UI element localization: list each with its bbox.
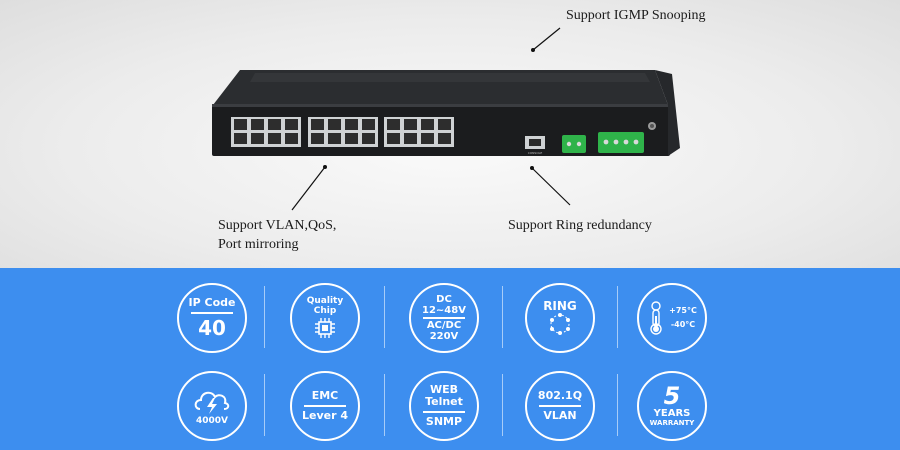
callout-vlan-line2: Port mirroring bbox=[218, 237, 299, 252]
rj45-port bbox=[345, 119, 358, 130]
rj45-port bbox=[438, 133, 451, 144]
dot1q-vlan: VLAN bbox=[543, 408, 577, 422]
rj45-port bbox=[251, 133, 264, 144]
feature-warranty: 5 YEARS WARRANTY bbox=[637, 371, 707, 441]
rj45-port bbox=[234, 119, 247, 130]
rj45-port bbox=[404, 119, 417, 130]
rj45-port bbox=[362, 119, 375, 130]
feature-band: IP Code 40 Quality Chip DC 12~48V AC/DC … bbox=[0, 268, 900, 450]
feature-quality-chip: Quality Chip bbox=[290, 283, 360, 353]
rj45-port bbox=[268, 119, 281, 130]
rj45-port bbox=[387, 119, 400, 130]
feature-emc: EMC Lever 4 bbox=[290, 371, 360, 441]
rj45-port bbox=[362, 133, 375, 144]
rj45-port bbox=[421, 119, 434, 130]
emc-level: Lever 4 bbox=[301, 408, 348, 422]
terminal-block-small bbox=[562, 135, 586, 153]
feature-ip-code: IP Code 40 bbox=[177, 283, 247, 353]
rj45-port bbox=[251, 119, 264, 130]
terminal-block-power bbox=[598, 132, 644, 153]
callout-vlan-line1: Support VLAN,QoS, bbox=[218, 218, 337, 233]
rj45-port bbox=[328, 133, 341, 144]
ip-code-value: 40 bbox=[198, 315, 226, 340]
feature-management: WEB Telnet SNMP bbox=[409, 371, 479, 441]
rj45-port bbox=[311, 119, 324, 130]
power-dc-range: 12~48V bbox=[422, 305, 466, 317]
ring-label: RING bbox=[543, 299, 577, 313]
power-acdc: AC/DC bbox=[426, 319, 462, 331]
rj45-port bbox=[285, 119, 298, 130]
rj45-port bbox=[311, 133, 324, 144]
warranty-label: WARRANTY bbox=[649, 419, 695, 427]
temp-high: +75°C bbox=[669, 306, 697, 315]
surge-value: 4000V bbox=[195, 416, 228, 426]
thermometer-icon bbox=[650, 301, 662, 335]
power-dc: DC bbox=[436, 294, 452, 306]
rj45-port bbox=[387, 133, 400, 144]
switch-illustration: CONSOLE bbox=[212, 27, 680, 211]
ip-code-label: IP Code bbox=[188, 296, 236, 310]
rj45-port bbox=[234, 133, 247, 144]
warranty-years-num: 5 bbox=[663, 382, 681, 410]
feature-surge: 4000V bbox=[177, 371, 247, 441]
lightning-cloud-icon bbox=[194, 391, 230, 414]
product-photo-area: CONSOLE Support IGMP Snooping Support VL… bbox=[0, 0, 900, 268]
ring-topology-icon bbox=[550, 313, 570, 335]
emc-label: EMC bbox=[311, 389, 339, 403]
mgmt-web: WEB bbox=[429, 383, 459, 397]
feature-power: DC 12~48V AC/DC 220V bbox=[409, 283, 479, 353]
chip-line1: Quality bbox=[306, 296, 344, 306]
rj45-port bbox=[345, 133, 358, 144]
dot1q-label: 802.1Q bbox=[537, 389, 583, 403]
rj45-port bbox=[268, 133, 281, 144]
chip-icon bbox=[315, 318, 335, 338]
rj45-port bbox=[328, 119, 341, 130]
console-label: CONSOLE bbox=[528, 151, 543, 155]
rj45-port bbox=[438, 119, 451, 130]
warranty-years: YEARS bbox=[653, 408, 691, 419]
feature-temperature: +75°C -40°C bbox=[637, 283, 707, 353]
temp-low: -40°C bbox=[670, 320, 696, 329]
callout-igmp: Support IGMP Snooping bbox=[566, 8, 706, 23]
callout-vlan: Support VLAN,QoS, Port mirroring bbox=[218, 216, 336, 254]
rj45-port bbox=[404, 133, 417, 144]
mgmt-snmp: SNMP bbox=[425, 414, 463, 428]
mgmt-telnet: Telnet bbox=[425, 395, 463, 409]
callout-ring: Support Ring redundancy bbox=[508, 218, 652, 233]
power-ac-voltage: 220V bbox=[429, 330, 459, 342]
chip-line2: Chip bbox=[313, 306, 337, 316]
feature-ring: RING bbox=[525, 283, 595, 353]
rj45-port bbox=[421, 133, 434, 144]
rj45-ports bbox=[234, 119, 451, 144]
rj45-port bbox=[285, 133, 298, 144]
feature-802-1q: 802.1Q VLAN bbox=[525, 371, 595, 441]
